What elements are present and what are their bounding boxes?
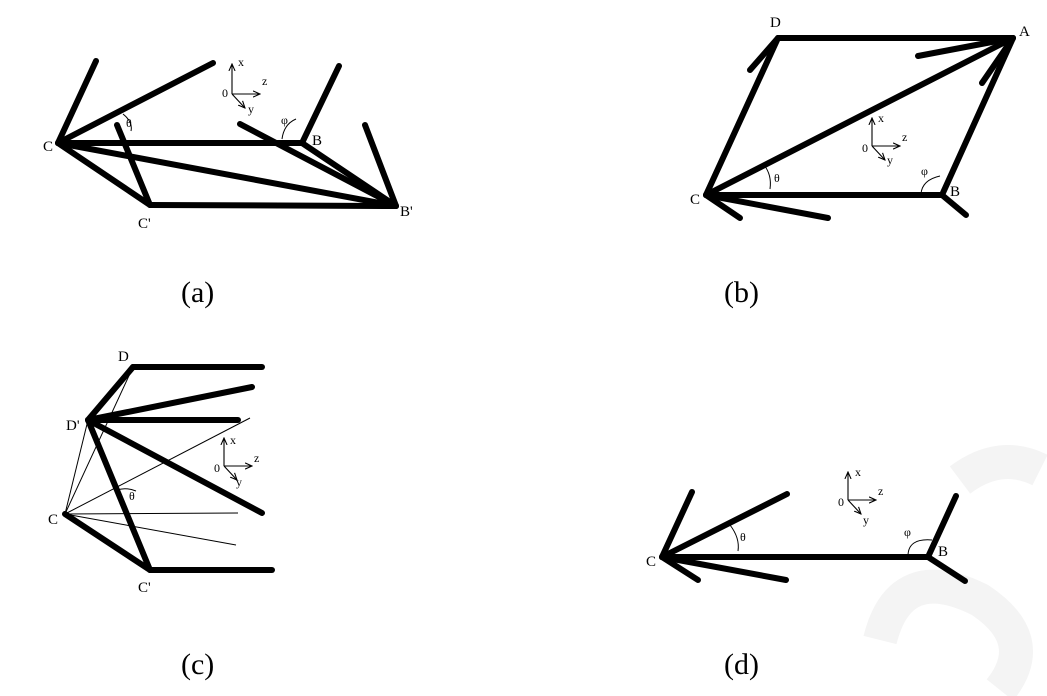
panel-a-point-B: B <box>312 133 322 149</box>
panel-c-point-C: C <box>48 512 58 528</box>
panel-d-theta-label: θ <box>740 530 746 544</box>
panel-c-axes-icon: 0 x z y <box>214 433 259 489</box>
panel-c-theta-arc <box>116 488 137 492</box>
panel-b-point-D: D <box>770 15 781 31</box>
panel-b-point-B: B <box>950 184 960 200</box>
panel-d: 0 x z y C B θ φ (d) <box>646 465 968 681</box>
panel-a: 0 x z y C B C' B' θ φ (a) <box>43 55 413 309</box>
panel-b-axis-y-label: y <box>887 153 893 167</box>
panel-a-point-C-prime: C' <box>138 216 151 232</box>
panel-d-vectors <box>659 489 968 584</box>
panel-d-axes-icon: 0 x z y <box>838 465 883 527</box>
panel-d-axis-x-label: x <box>855 465 861 479</box>
panel-a-theta-arc <box>122 113 132 132</box>
panel-a-axis-y-label: y <box>248 102 254 116</box>
panel-b-axes-icon: 0 x z y <box>862 111 907 167</box>
panel-a-theta-label: θ <box>126 116 132 130</box>
panel-b-point-A: A <box>1019 24 1030 40</box>
panel-c-axis-x-label: x <box>230 433 236 447</box>
panel-d-phi-arc <box>907 539 933 557</box>
panel-c-caption: (c) <box>181 648 214 681</box>
panel-c-axis-origin: 0 <box>214 461 220 475</box>
panel-c: 0 x z y D D' C C' θ (c) <box>48 349 275 681</box>
panel-a-phi-arc <box>281 118 297 140</box>
panel-b-axis-z-label: z <box>902 130 907 144</box>
panel-d-point-C: C <box>646 554 656 570</box>
panel-b-caption: (b) <box>724 276 759 309</box>
panel-d-axis-z-label: z <box>878 484 883 498</box>
panel-d-point-B: B <box>938 544 948 560</box>
panel-c-axis-y-label: y <box>236 475 242 489</box>
panel-a-point-B-prime: B' <box>400 204 413 220</box>
panel-b-theta-label: θ <box>774 171 780 185</box>
watermark <box>863 445 1047 696</box>
panel-c-vectors <box>62 364 275 573</box>
panel-d-theta-arc <box>729 524 739 552</box>
panel-d-axis-origin: 0 <box>838 495 844 509</box>
panel-b-phi-arc <box>920 175 941 195</box>
panel-a-axis-x-label: x <box>238 55 244 69</box>
panel-c-point-C-prime: C' <box>138 580 151 596</box>
panel-a-point-C: C <box>43 139 53 155</box>
panel-b-phi-label: φ <box>921 164 928 178</box>
panel-c-point-D: D <box>118 349 129 365</box>
panel-a-caption: (a) <box>181 276 214 309</box>
panel-c-point-D-prime: D' <box>66 418 80 434</box>
panel-c-axis-z-label: z <box>254 451 259 465</box>
panel-b-point-C: C <box>690 192 700 208</box>
panel-a-axis-z-label: z <box>262 74 267 88</box>
panel-d-axis-y-label: y <box>863 513 869 527</box>
panel-b-axis-x-label: x <box>878 111 884 125</box>
panel-a-axis-origin: 0 <box>222 86 228 100</box>
panel-b-axis-origin: 0 <box>862 141 868 155</box>
panel-b-theta-arc <box>763 164 771 190</box>
panel-a-vectors <box>55 58 399 209</box>
panel-c-theta-label: θ <box>129 489 135 503</box>
panel-a-phi-label: φ <box>281 113 288 127</box>
panel-b: 0 x z y D A C B θ φ (b) <box>690 15 1030 309</box>
panel-a-axes-icon: 0 x z y <box>222 55 267 116</box>
panel-b-vectors <box>703 35 1016 221</box>
panel-d-phi-label: φ <box>904 525 911 539</box>
panel-d-caption: (d) <box>724 648 759 681</box>
